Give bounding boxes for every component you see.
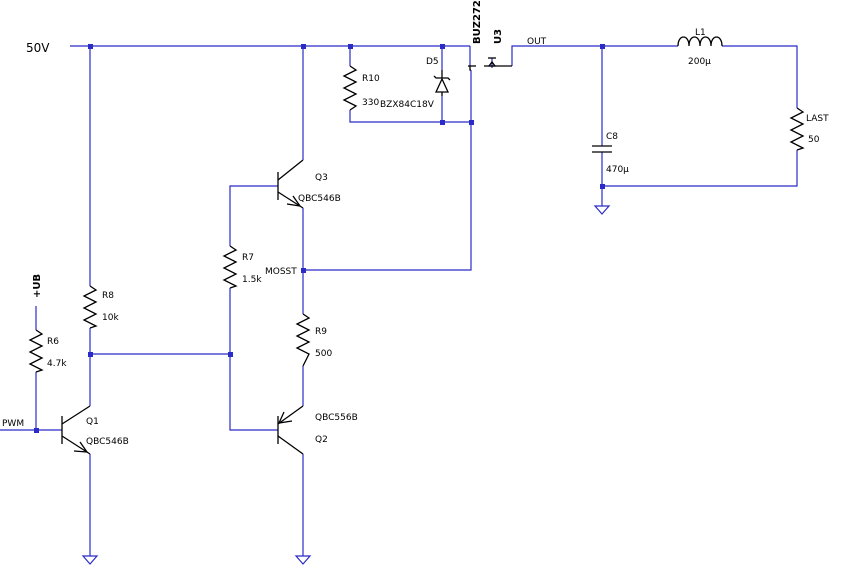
l1-value: 200µ [688, 57, 711, 67]
junction-dot [348, 44, 353, 49]
transistor-q3 [277, 159, 304, 209]
resistor-r6 [28, 329, 44, 373]
r10-value: 330 [362, 98, 379, 108]
mosfet-u3 [468, 57, 512, 71]
r7-value: 1.5k [242, 275, 262, 285]
r9-ref: R9 [315, 327, 327, 337]
junction-dot [228, 352, 233, 357]
last-ref: LAST [806, 114, 829, 124]
r10-ref: R10 [362, 74, 380, 84]
d5-value: BZX84C18V [380, 100, 435, 110]
labels: 50V OUT +UB PWM MOSST R10 330 D5 BZX84C1… [2, 0, 829, 447]
q2-ref: Q2 [315, 435, 328, 445]
net-label-ub: +UB [32, 274, 43, 298]
r8-value: 10k [102, 313, 119, 323]
net-label-out: OUT [527, 37, 547, 47]
wire-source-to-mosst [303, 70, 472, 271]
wires [0, 45, 798, 556]
net-label-50v: 50V [26, 41, 50, 55]
net-label-mosst: MOSST [265, 267, 297, 277]
junction-dot [600, 184, 605, 189]
zener-diode-d5 [433, 70, 451, 96]
capacitor-c8 [592, 145, 612, 153]
resistor-r8 [82, 285, 98, 329]
wire-r7-bottom [229, 288, 278, 431]
junction-dot [34, 428, 39, 433]
l1-ref: L1 [695, 28, 706, 38]
q1-ref: Q1 [86, 417, 99, 427]
inductor-l1 [677, 36, 723, 47]
wire-out [511, 45, 678, 66]
junction-dot [301, 44, 306, 49]
last-value: 50 [808, 135, 820, 145]
transistor-q2 [277, 405, 304, 455]
junction-dot [440, 44, 445, 49]
wire-r10-bottom [349, 110, 471, 123]
u3-ref: U3 [493, 29, 504, 44]
junctions [34, 44, 605, 433]
resistor-r7 [222, 245, 238, 289]
r8-ref: R8 [102, 291, 114, 301]
q3-value: QBC546B [298, 194, 341, 204]
q1-value: QBC546B [86, 437, 129, 447]
ground-q1 [81, 555, 99, 565]
u3-value: BUZ272 [472, 0, 483, 44]
resistor-r9 [295, 313, 311, 367]
wire-l1-right [722, 45, 798, 108]
c8-ref: C8 [606, 132, 618, 142]
transistor-q1 [61, 405, 91, 455]
net-label-pwm: PWM [2, 419, 24, 429]
resistor-last [789, 107, 805, 151]
wire-q3-base [229, 185, 278, 246]
r6-value: 4.7k [47, 359, 67, 369]
junction-dot [88, 44, 93, 49]
junction-dot [440, 120, 445, 125]
junction-dot [600, 44, 605, 49]
q3-ref: Q3 [315, 173, 328, 183]
r6-ref: R6 [47, 337, 59, 347]
junction-dot [469, 120, 474, 125]
c8-value: 470µ [606, 165, 629, 175]
r7-ref: R7 [242, 253, 254, 263]
q2-value: QBC556B [315, 413, 358, 423]
ground-c8 [593, 205, 611, 215]
resistor-r10 [342, 65, 358, 111]
r9-value: 500 [315, 349, 332, 359]
ground-q2 [294, 555, 312, 565]
junction-dot [301, 268, 306, 273]
d5-ref: D5 [426, 57, 439, 67]
junction-dot [88, 352, 93, 357]
wire-last-bottom [602, 150, 798, 187]
